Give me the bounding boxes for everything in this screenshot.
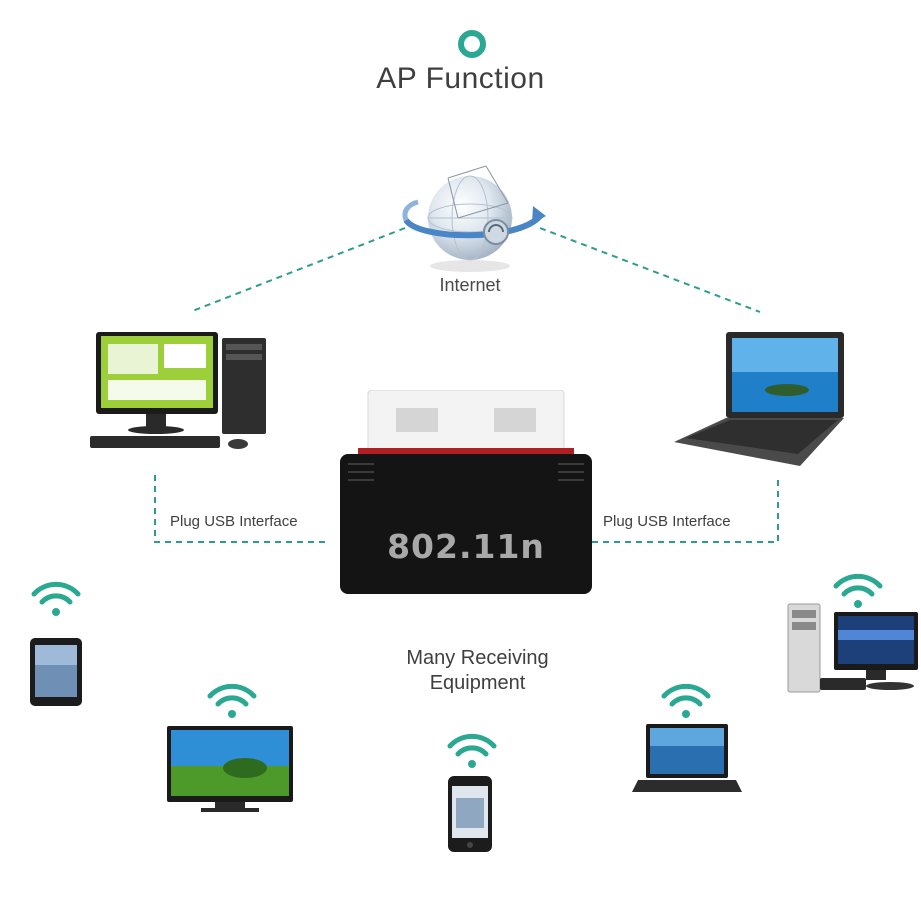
adapter-label: 802.11n	[387, 527, 545, 566]
plug-usb-label-right: Plug USB Interface	[603, 513, 731, 530]
receiving-line-2: Equipment	[429, 672, 526, 694]
receiving-line-1: Many Receiving	[406, 647, 549, 669]
laptop	[674, 332, 844, 466]
tablet	[30, 638, 82, 706]
wifi-icon	[833, 573, 883, 608]
wifi-icon	[661, 683, 711, 718]
laptop-small	[632, 724, 742, 792]
desktop-computer	[90, 332, 266, 449]
desktop-computer-small	[787, 603, 918, 693]
receiving-label: Many Receiving Equipment	[370, 646, 585, 696]
usb-adapter: 802.11n	[338, 390, 594, 595]
wifi-icon	[31, 581, 81, 616]
page-title: AP Function	[376, 62, 545, 95]
wifi-icon	[207, 683, 257, 718]
wifi-icon	[447, 733, 497, 768]
smartphone	[448, 776, 492, 852]
internet-label: Internet	[439, 275, 501, 295]
globe-icon	[402, 165, 546, 272]
tv	[167, 726, 293, 812]
target-icon	[458, 30, 486, 58]
plug-usb-label-left: Plug USB Interface	[170, 513, 298, 530]
